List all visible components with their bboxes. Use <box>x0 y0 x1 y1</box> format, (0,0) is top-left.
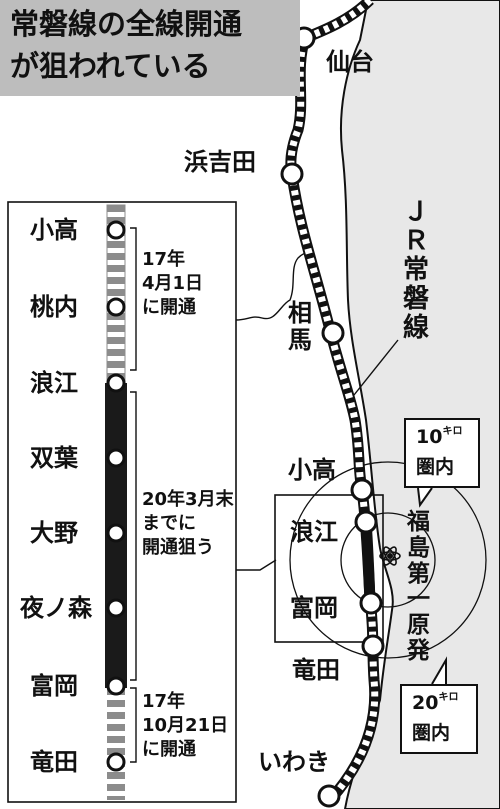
inset-station-marker <box>106 220 126 240</box>
zone-10km-unit: キロ <box>442 426 463 437</box>
station-tomioka-marker <box>359 591 383 615</box>
inset-label-futaba: 双葉 <box>30 444 78 472</box>
note-line: 開通狙う <box>142 537 214 558</box>
label-soma-char: 馬 <box>288 325 312 354</box>
zone-10km-value: 10 <box>416 426 443 448</box>
zone-20km-value: 20 <box>412 692 439 714</box>
plant-label-char: 島 <box>407 534 430 561</box>
label-odaka: 小高 <box>288 456 336 484</box>
zone-20km-callout: 20キロ 圏内 <box>400 684 478 754</box>
note-line: 10月21日 <box>142 715 229 736</box>
zone-20km-circle <box>289 461 487 659</box>
leader-line <box>235 249 313 321</box>
plant-label-char: 原 <box>407 612 430 638</box>
label-soma: 相 馬 <box>288 300 312 354</box>
inset-label-odaka: 小高 <box>30 216 78 244</box>
note-line: に開通 <box>142 739 196 760</box>
note-line: 17年 <box>142 691 186 712</box>
label-tomioka: 富岡 <box>290 594 338 622</box>
inset-label-tomioka: 富岡 <box>30 672 78 700</box>
nuclear-plant-icon <box>379 546 401 566</box>
plant-label-char: 第 <box>407 560 430 587</box>
joban-line-ties <box>287 0 379 803</box>
title-line-1: 常磐線の全線開通 <box>10 7 243 41</box>
jr-label-char: 常 <box>403 255 430 286</box>
callout-20km-pointer <box>431 656 447 685</box>
note-line: までに <box>142 513 196 534</box>
zone-20km-unit: キロ <box>438 692 459 703</box>
inset-station-marker <box>106 373 126 393</box>
inset-station-marker <box>106 752 126 772</box>
zone-20km-suffix: 圏内 <box>412 722 451 744</box>
bracket-odaka-namie <box>130 227 137 371</box>
bracket-namie-tomioka <box>130 391 137 681</box>
inset-label-tatsuta: 竜田 <box>30 748 78 776</box>
inset-station-marker <box>106 448 126 468</box>
jr-label-char: 磐 <box>403 284 430 315</box>
note-line: に開通 <box>142 297 196 318</box>
jr-label-char: Ｒ <box>403 226 430 257</box>
note-line: 20年3月末 <box>142 489 234 510</box>
label-tatsuta: 竜田 <box>292 656 340 684</box>
inset-station-marker <box>106 676 126 696</box>
title-box: 常磐線の全線開通 が狙われている <box>0 0 300 96</box>
fukushima-daiichi-label: 福 島 第 一 原 発 <box>407 509 430 665</box>
jr-label-char: Ｊ <box>403 197 430 227</box>
jr-joban-line-label: Ｊ Ｒ 常 磐 線 <box>403 197 430 344</box>
label-namie: 浪江 <box>290 518 338 546</box>
jr-label-char: 線 <box>403 313 430 344</box>
callout-10km-pointer <box>417 487 433 508</box>
note-namie-tomioka: 20年3月末 までに 開通狙う <box>142 488 234 560</box>
inset-label-ono: 大野 <box>30 519 78 547</box>
bracket-tomioka-tatsuta <box>130 687 137 763</box>
zone-10km-callout: 10キロ 圏内 <box>404 418 480 488</box>
station-namie-marker <box>354 510 378 534</box>
station-tatsuta-marker <box>361 634 385 658</box>
station-iwaki-marker <box>317 784 341 808</box>
zoom-frame <box>274 494 384 643</box>
note-line: 17年 <box>142 249 186 270</box>
plant-label-char: 発 <box>407 637 430 664</box>
plant-label-char: 福 <box>407 509 430 535</box>
station-odaka-marker <box>350 478 374 502</box>
title-line-2: が狙われている <box>10 49 211 83</box>
inset-label-momouchi: 桃内 <box>30 293 78 321</box>
inset-station-marker <box>106 598 126 618</box>
note-tomioka-tatsuta: 17年 10月21日 に開通 <box>142 690 228 762</box>
zone-10km-circle <box>340 512 436 608</box>
inset-label-namie: 浪江 <box>30 369 78 397</box>
note-line: 4月1日 <box>142 273 204 294</box>
note-odaka-namie: 17年 4月1日 に開通 <box>142 248 203 320</box>
label-soma-char: 相 <box>288 299 312 327</box>
jr-label-leader <box>349 339 399 401</box>
station-hamayoshida-marker <box>280 162 304 186</box>
inset-station-marker <box>106 297 126 317</box>
inset-station-marker <box>106 523 126 543</box>
label-hamayoshida: 浜吉田 <box>184 148 256 176</box>
zoom-connector <box>235 559 277 571</box>
label-iwaki: いわき <box>258 748 330 776</box>
zone-10km-suffix: 圏内 <box>416 456 455 478</box>
station-soma-marker <box>321 321 345 345</box>
label-sendai: 仙台 <box>326 48 374 76</box>
inset-label-yonomori: 夜ノ森 <box>20 594 92 622</box>
plant-label-char: 一 <box>407 586 430 613</box>
